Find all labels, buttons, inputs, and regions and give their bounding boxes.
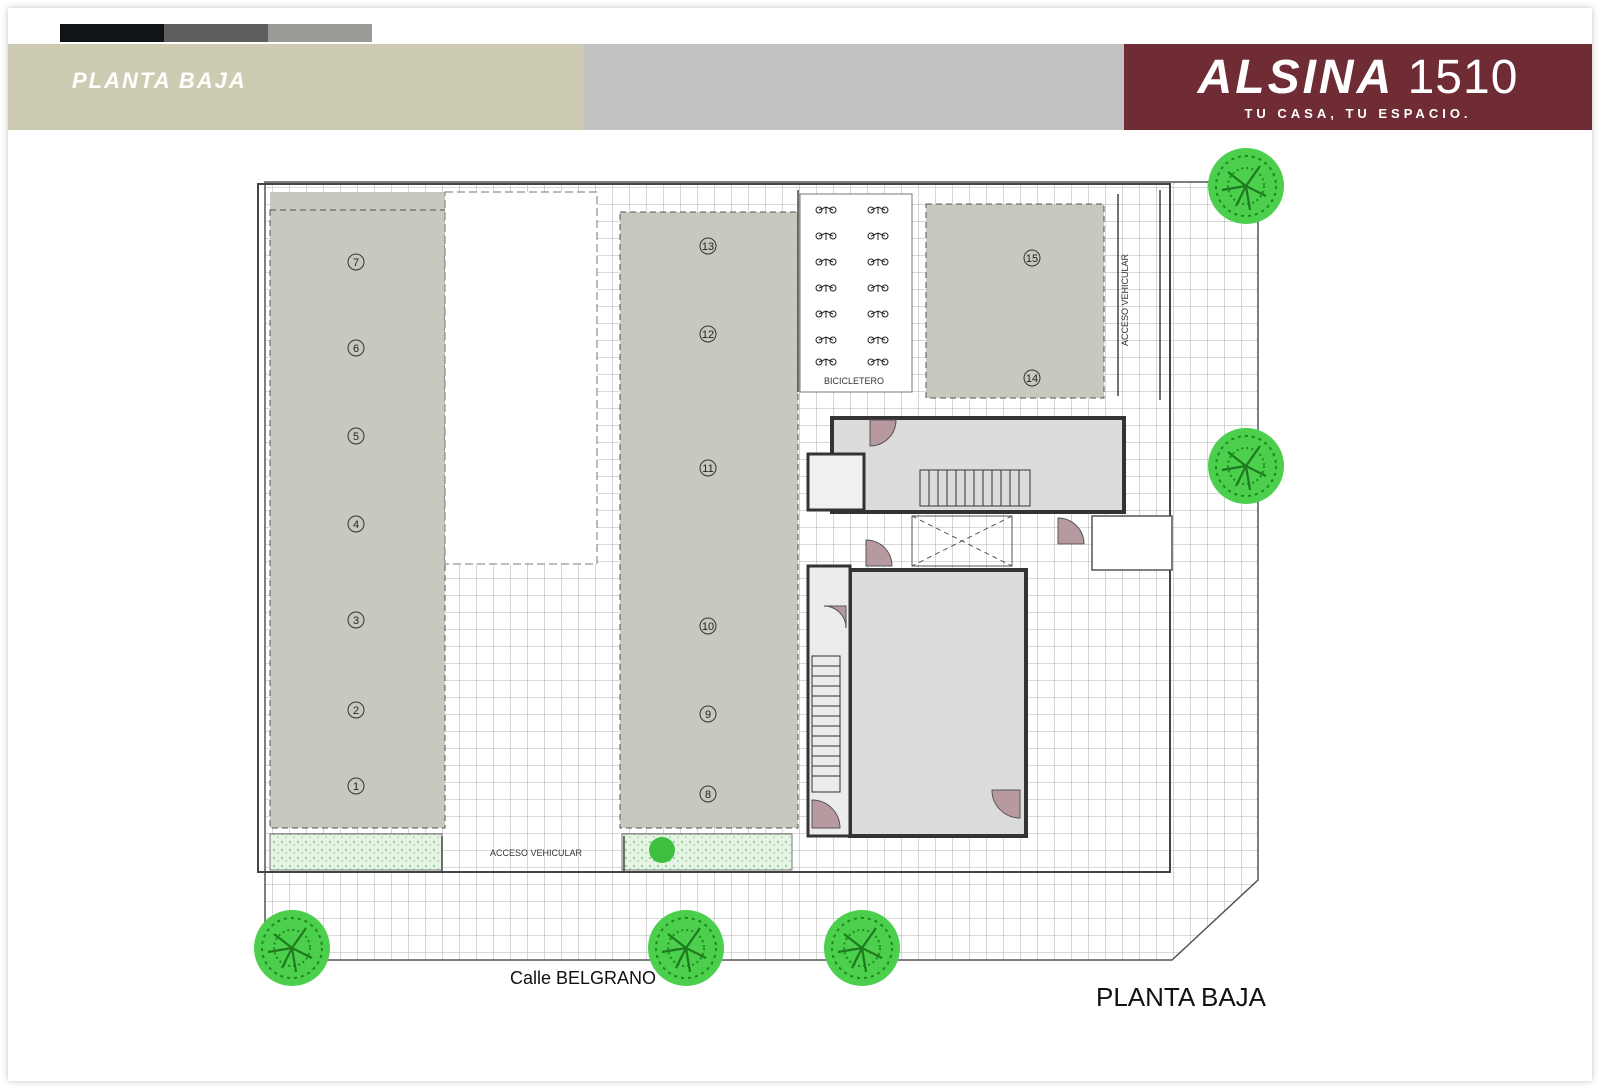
brand-number: 1510 bbox=[1407, 51, 1519, 104]
bike-storage bbox=[799, 193, 913, 393]
void-marker bbox=[911, 515, 1013, 567]
brand-tagline: TU CASA, TU ESPACIO. bbox=[1244, 106, 1472, 121]
bike-storage-label: BICICLETERO bbox=[824, 376, 884, 386]
shrub bbox=[649, 837, 675, 863]
parking-spot: 4 bbox=[347, 515, 365, 533]
spot-number: 8 bbox=[705, 789, 711, 801]
parking-spot: 5 bbox=[347, 427, 365, 445]
brand-name: ALSINA bbox=[1197, 51, 1395, 104]
brand-logo: ALSINA 1510 TU CASA, TU ESPACIO. bbox=[1124, 44, 1592, 130]
side-vehicle-access-label: ACCESO VEHICULAR bbox=[1120, 253, 1130, 346]
plan-title: PLANTA BAJA bbox=[1096, 982, 1267, 1012]
stair-treads bbox=[811, 469, 1031, 793]
parking-spot: 6 bbox=[347, 339, 365, 357]
parking-spot: 13 bbox=[699, 237, 717, 255]
parking-spot: 12 bbox=[699, 325, 717, 343]
color-swatches bbox=[60, 24, 372, 42]
planter-left bbox=[269, 833, 443, 871]
parking-spot: 3 bbox=[347, 611, 365, 629]
tree-icon bbox=[646, 908, 726, 988]
swatch-dark bbox=[60, 24, 164, 42]
parking-spots: 1 2 3 4 5 6 7 8 9 10 11 12 13 14 15 bbox=[347, 237, 1041, 803]
spot-number: 6 bbox=[353, 343, 359, 355]
street-label: Calle BELGRANO bbox=[510, 968, 656, 988]
entry-vestibule bbox=[1091, 515, 1173, 571]
spot-number: 11 bbox=[702, 463, 713, 475]
page-section-label: PLANTA BAJA bbox=[72, 68, 247, 93]
planter-center bbox=[621, 833, 793, 871]
spot-number: 1 bbox=[353, 781, 359, 793]
spot-number: 2 bbox=[353, 705, 359, 717]
spot-number: 10 bbox=[702, 621, 714, 633]
parking-block-left bbox=[270, 192, 445, 828]
spot-number: 7 bbox=[353, 257, 359, 269]
parking-spot: 14 bbox=[1023, 369, 1041, 387]
driveway bbox=[444, 191, 598, 565]
spot-number: 15 bbox=[1026, 253, 1038, 265]
parking-spot: 10 bbox=[699, 617, 717, 635]
parking-spot: 9 bbox=[699, 705, 717, 723]
parking-block-center bbox=[619, 211, 799, 829]
parking-spot: 11 bbox=[699, 459, 717, 477]
header-section-tab bbox=[8, 44, 584, 130]
parking-spot: 8 bbox=[699, 785, 717, 803]
tree-icon bbox=[1206, 146, 1286, 226]
wall-lines bbox=[258, 190, 1161, 873]
swatch-mid bbox=[164, 24, 268, 42]
spot-number: 5 bbox=[353, 431, 359, 443]
parking-block-right bbox=[925, 203, 1105, 399]
spot-number: 14 bbox=[1026, 373, 1038, 385]
parking-spot: 15 bbox=[1023, 249, 1041, 267]
parking-spot: 2 bbox=[347, 701, 365, 719]
tree-icon bbox=[1206, 426, 1286, 506]
spot-number: 3 bbox=[353, 615, 359, 627]
spot-number: 9 bbox=[705, 709, 711, 721]
elevator-shaft bbox=[806, 452, 866, 512]
tree-icon bbox=[252, 908, 332, 988]
swatch-light bbox=[268, 24, 372, 42]
spot-number: 4 bbox=[353, 519, 359, 531]
parking-spot: 1 bbox=[347, 777, 365, 795]
spot-number: 12 bbox=[702, 329, 714, 341]
tree-icon bbox=[822, 908, 902, 988]
brand-title: ALSINA 1510 bbox=[1124, 52, 1592, 104]
parking-spot: 7 bbox=[347, 253, 365, 271]
vehicle-access-label: ACCESO VEHICULAR bbox=[490, 848, 583, 858]
door-swings bbox=[811, 419, 1085, 829]
spot-number: 13 bbox=[702, 241, 714, 253]
